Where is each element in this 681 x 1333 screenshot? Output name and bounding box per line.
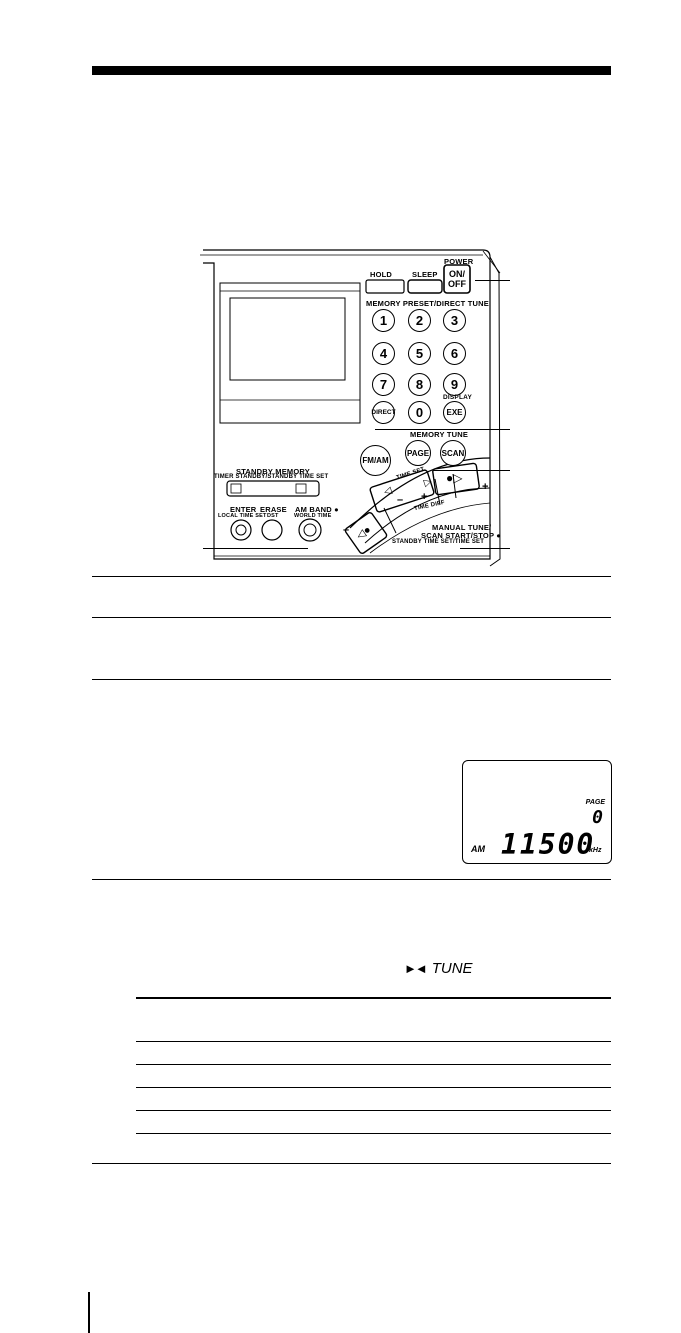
section-rule (92, 617, 611, 618)
preset-key-9[interactable]: 9 (443, 373, 466, 396)
hold-switch[interactable] (366, 280, 404, 293)
sleep-button[interactable] (408, 280, 442, 293)
preset-key-6[interactable]: 6 (443, 342, 466, 365)
tune-plus-label: + (482, 481, 489, 493)
hold-label: HOLD (370, 270, 393, 279)
tune-label: TUNE (431, 960, 473, 977)
tune-symbol-icon: ►◄ (404, 961, 428, 976)
lcd-frequency: 11500 (501, 828, 596, 861)
am-band-label: AM BAND ● (295, 505, 339, 514)
timer-standby-label: TIMER STANDBY/STANDBY TIME SET (214, 474, 329, 480)
table-row-rule (136, 1133, 611, 1134)
standby-switch[interactable] (227, 481, 319, 496)
exe-button[interactable]: EXE (443, 401, 466, 424)
memory-preset-label: MEMORY PRESET/DIRECT TUNE (366, 299, 489, 308)
lcd-display: PAGE 0 AM 11500 kHz (462, 760, 612, 864)
callout-line (475, 280, 510, 281)
power-label: POWER (444, 257, 474, 266)
section-rule (92, 1163, 611, 1164)
scan-start-stop-label: SCAN START/STOP ● (421, 531, 502, 540)
sleep-label: SLEEP (412, 270, 438, 279)
radio-outline (200, 249, 501, 567)
lcd-page-label: PAGE (585, 799, 605, 806)
preset-key-7[interactable]: 7 (372, 373, 395, 396)
radio-illustration: POWER HOLD SLEEP ON/ OFF MEMORY PRESET/D… (200, 243, 530, 573)
callout-line (203, 548, 308, 549)
preset-key-5[interactable]: 5 (408, 342, 431, 365)
table-row-rule (136, 1064, 611, 1065)
table-row-rule (136, 1110, 611, 1111)
enter-label: ENTER (230, 505, 257, 514)
preset-key-4[interactable]: 4 (372, 342, 395, 365)
section-rule (92, 879, 611, 880)
page-margin-marker (88, 1292, 90, 1333)
lcd-unit: kHz (589, 847, 602, 854)
preset-key-3[interactable]: 3 (443, 309, 466, 332)
preset-key-1[interactable]: 1 (372, 309, 395, 332)
callout-line (375, 429, 510, 430)
standby-memory-label: STANDBY MEMORY (236, 467, 310, 476)
page-button[interactable]: PAGE (405, 440, 431, 466)
table-row-rule (136, 1087, 611, 1088)
callout-line (460, 548, 510, 549)
table-top-rule (136, 997, 611, 999)
erase-label: ERASE (260, 505, 287, 514)
fm-am-button[interactable]: FM/AM (360, 445, 391, 476)
section-rule (92, 576, 611, 577)
section-rule (92, 679, 611, 680)
lcd-page-value: 0 (592, 807, 603, 828)
preset-key-2[interactable]: 2 (408, 309, 431, 332)
local-time-set-label: LOCAL TIME SET (218, 513, 267, 519)
scan-button[interactable]: SCAN (440, 440, 466, 466)
on-off-label: ON/ OFF (448, 269, 466, 289)
lcd-band: AM (471, 844, 485, 854)
memory-tune-label: MEMORY TUNE (410, 430, 469, 439)
world-time-button[interactable] (299, 519, 321, 541)
callout-line (433, 470, 510, 471)
standby-time-set-label: STANDBY TIME SET/TIME SET (392, 539, 485, 545)
time-plus-label: + (421, 491, 428, 503)
manual-tune-label: MANUAL TUNE/ (432, 523, 492, 532)
world-time-label: WORLD TIME (294, 513, 332, 519)
direct-button[interactable]: DIRECT (371, 401, 396, 424)
enter-button[interactable] (231, 520, 251, 540)
table-row-rule (136, 1041, 611, 1042)
erase-button[interactable] (262, 520, 282, 540)
time-minus-label: – (397, 494, 404, 506)
power-on-off-button[interactable]: ON/ OFF (446, 267, 468, 291)
display-label: DISPLAY (443, 394, 472, 401)
header-bar (92, 66, 611, 75)
preset-key-8[interactable]: 8 (408, 373, 431, 396)
tune-up-arrow-icon: ●▷ (446, 471, 463, 485)
preset-key-0[interactable]: 0 (408, 401, 431, 424)
tune-minus-label: – (343, 524, 350, 536)
dst-label: DST (267, 513, 279, 519)
tune-indicator: ►◄ TUNE (404, 960, 473, 977)
